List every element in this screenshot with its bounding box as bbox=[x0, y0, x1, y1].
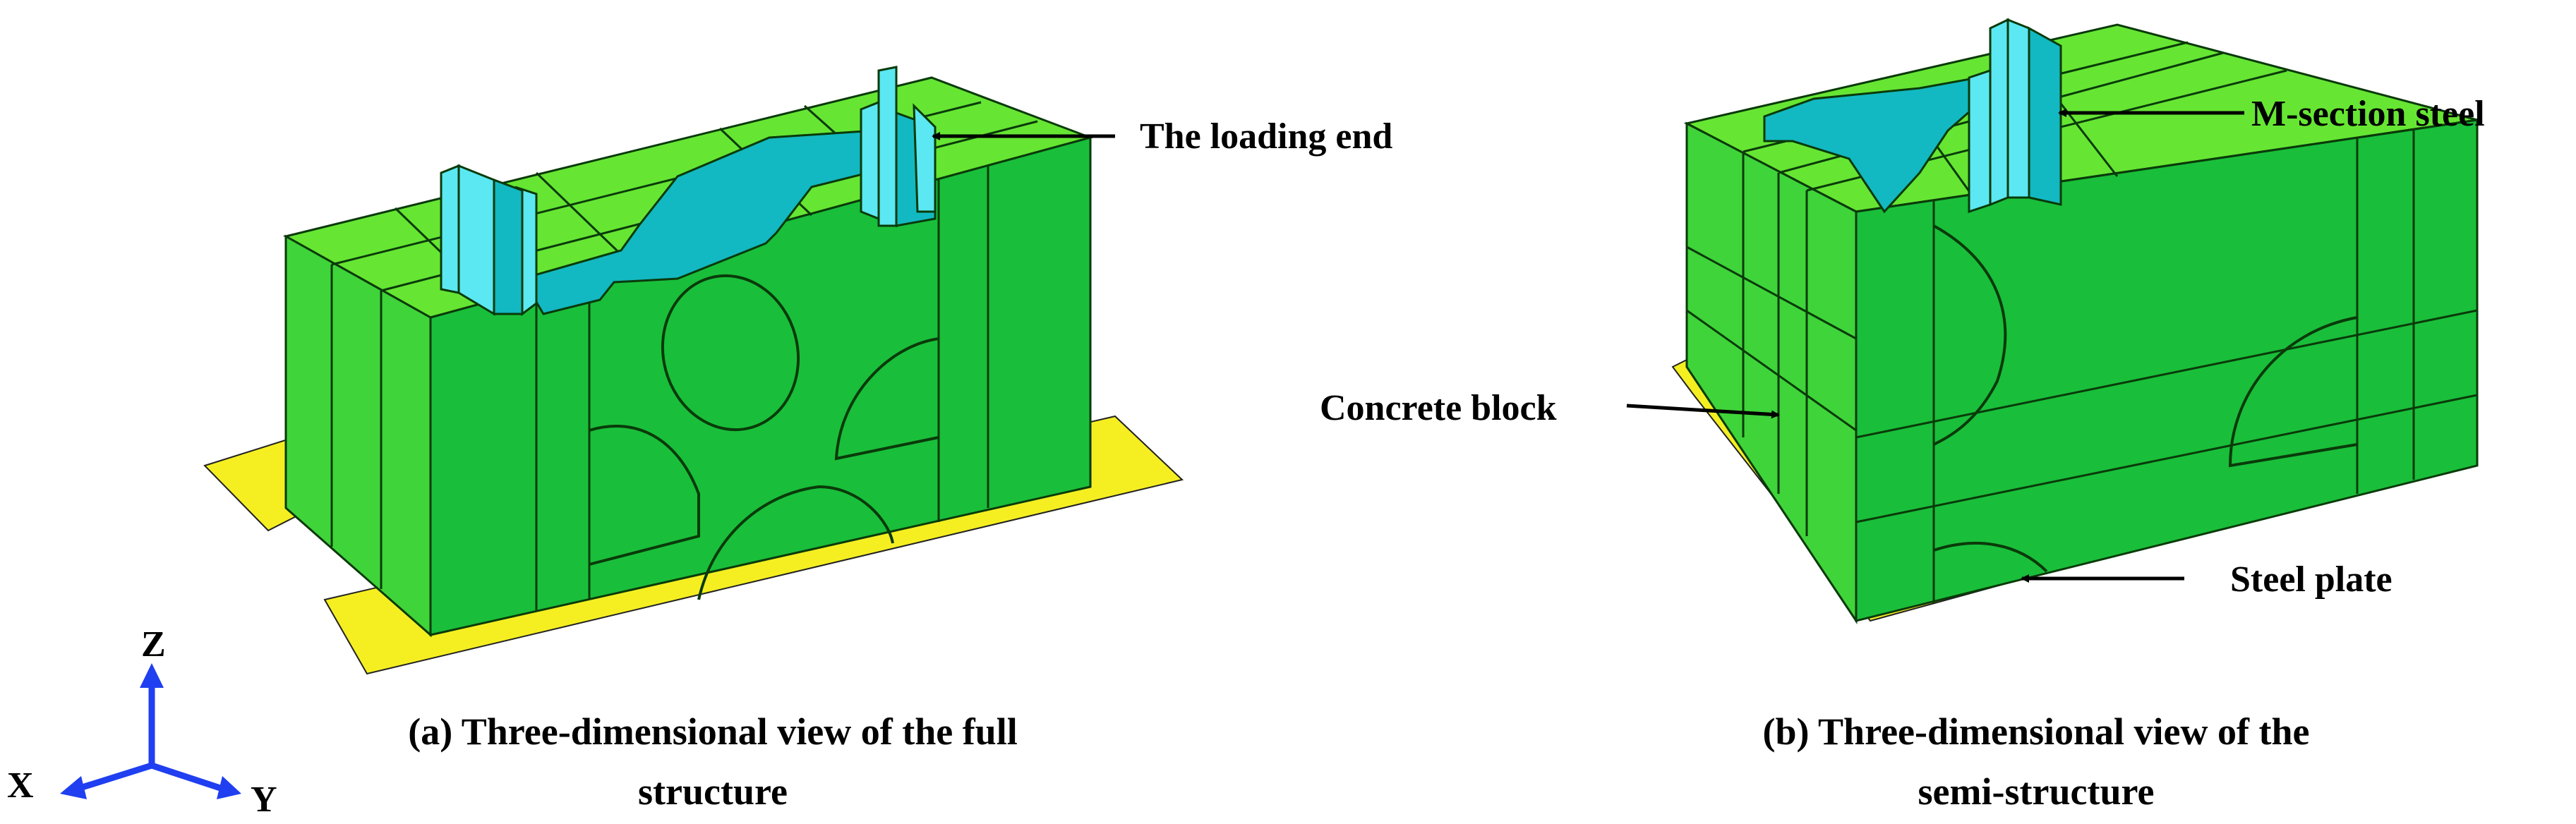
semi-left-face bbox=[1685, 121, 1858, 624]
caption-b-line2: semi-structure bbox=[1918, 770, 2155, 813]
y-axis-arrow bbox=[150, 762, 224, 792]
concrete-block-label: Concrete block bbox=[1320, 388, 1557, 428]
left-m-section-steel bbox=[440, 164, 538, 316]
y-axis-head bbox=[217, 776, 241, 799]
top-arch-channel bbox=[520, 129, 884, 315]
x-axis-head bbox=[60, 776, 87, 799]
semi-front-grid bbox=[1855, 119, 2478, 603]
m-section-label: M-section steel bbox=[2251, 94, 2485, 134]
front-face-lines bbox=[535, 166, 989, 610]
coordinate-axes: Z X Y bbox=[7, 624, 277, 820]
z-axis-head bbox=[140, 663, 164, 688]
z-axis-label: Z bbox=[141, 624, 166, 665]
semi-m-section-steel bbox=[1968, 18, 2062, 214]
semi-top-arch bbox=[1763, 73, 2029, 214]
semi-front-cutouts bbox=[1933, 224, 2358, 573]
semi-left-grid bbox=[1686, 152, 1857, 536]
loading-end-label: The loading end bbox=[1140, 116, 1392, 157]
caption-b-line1: (b) Three-dimensional view of the bbox=[1763, 710, 2310, 753]
front-circular-cutouts bbox=[589, 274, 939, 600]
right-m-section-steel bbox=[860, 66, 937, 228]
x-axis-arrow bbox=[76, 762, 153, 792]
caption-a-line1: (a) Three-dimensional view of the full bbox=[408, 710, 1017, 753]
caption-a-line2: structure bbox=[638, 770, 788, 813]
steel-plate-label: Steel plate bbox=[2230, 559, 2393, 600]
concrete-block-arrow bbox=[1626, 404, 1780, 419]
left-face-lines bbox=[330, 265, 383, 589]
full-structure-model bbox=[203, 66, 1184, 675]
y-axis-label: Y bbox=[251, 780, 277, 820]
x-axis-label: X bbox=[7, 765, 34, 806]
semi-structure-model bbox=[1671, 18, 2479, 624]
